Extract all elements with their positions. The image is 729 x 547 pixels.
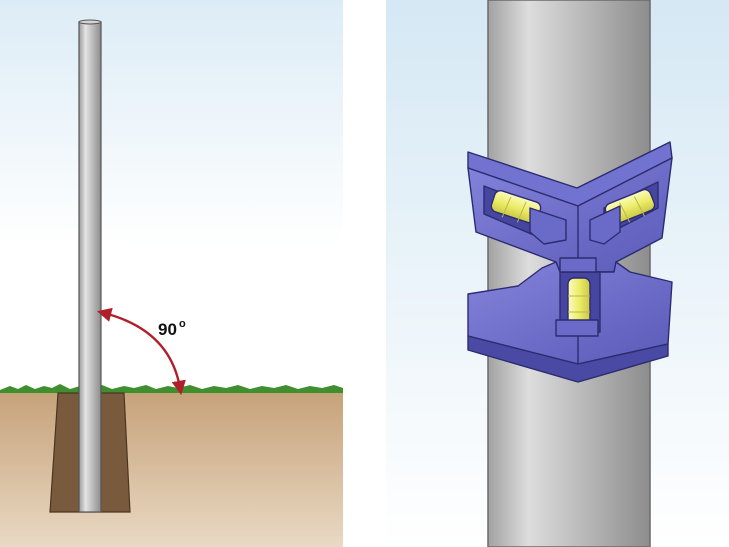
fence-post — [78, 21, 102, 513]
angle-label: 90 — [158, 320, 177, 339]
left-panel: 90 o — [0, 0, 343, 547]
angle-degree-symbol: o — [179, 318, 186, 330]
soil — [0, 390, 343, 547]
post-level-tool — [467, 141, 673, 383]
right-panel — [386, 0, 729, 547]
angle-arc-arrow — [97, 307, 186, 396]
